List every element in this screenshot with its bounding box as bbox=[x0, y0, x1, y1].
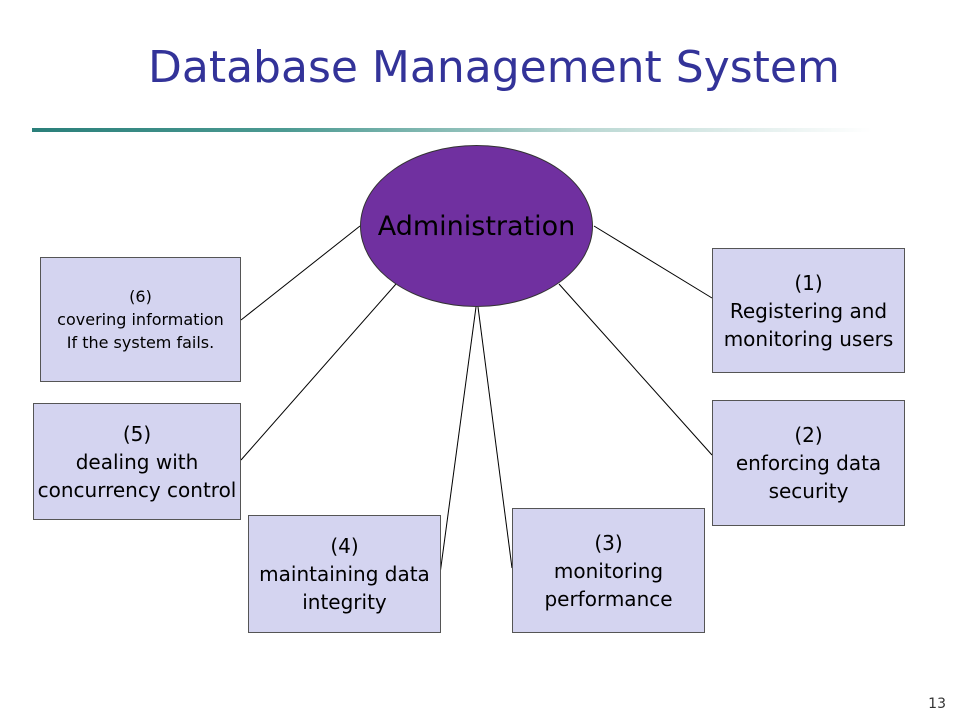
box-concurrency-control: (5) dealing with concurrency control bbox=[33, 403, 241, 520]
box-5-line-2: concurrency control bbox=[37, 477, 237, 502]
administration-hub: Administration bbox=[360, 145, 593, 307]
box-5-line-1: dealing with bbox=[75, 449, 199, 474]
connector-to-box-5 bbox=[240, 283, 397, 461]
box-6-line-1: covering information bbox=[57, 310, 224, 329]
box-3-line-1: monitoring bbox=[553, 558, 664, 583]
box-1-number: (1) bbox=[794, 270, 823, 295]
box-4-number: (4) bbox=[330, 534, 359, 558]
box-4-line-1: maintaining data bbox=[259, 562, 430, 586]
box-1-line-2: monitoring users bbox=[723, 326, 894, 351]
box-3-number: (3) bbox=[594, 530, 623, 555]
box-covering-information: (6) covering information If the system f… bbox=[40, 257, 241, 382]
box-monitoring-performance: (3) monitoring performance bbox=[512, 508, 705, 633]
connector-to-box-3 bbox=[477, 306, 513, 569]
hub-label: Administration bbox=[377, 210, 576, 242]
page-number: 13 bbox=[928, 696, 946, 712]
box-6-line-2: If the system fails. bbox=[66, 333, 215, 352]
box-4-line-2: integrity bbox=[302, 590, 387, 614]
connector-to-box-1 bbox=[593, 225, 713, 299]
box-2-number: (2) bbox=[794, 423, 823, 447]
box-1-line-1: Registering and bbox=[729, 298, 888, 323]
box-2-line-2: security bbox=[768, 479, 849, 503]
box-data-integrity: (4) maintaining data integrity bbox=[248, 515, 441, 633]
box-3-line-2: performance bbox=[544, 586, 673, 611]
connector-to-box-2 bbox=[558, 283, 713, 456]
box-registering-users: (1) Registering and monitoring users bbox=[712, 248, 905, 373]
box-5-number: (5) bbox=[122, 421, 152, 446]
title-divider bbox=[32, 128, 872, 132]
box-data-security: (2) enforcing data security bbox=[712, 400, 905, 526]
box-2-line-1: enforcing data bbox=[735, 451, 882, 475]
box-6-number: (6) bbox=[129, 287, 152, 306]
connector-to-box-6 bbox=[240, 225, 361, 321]
slide-title: Database Management System bbox=[148, 42, 840, 93]
connector-to-box-4 bbox=[439, 306, 477, 575]
